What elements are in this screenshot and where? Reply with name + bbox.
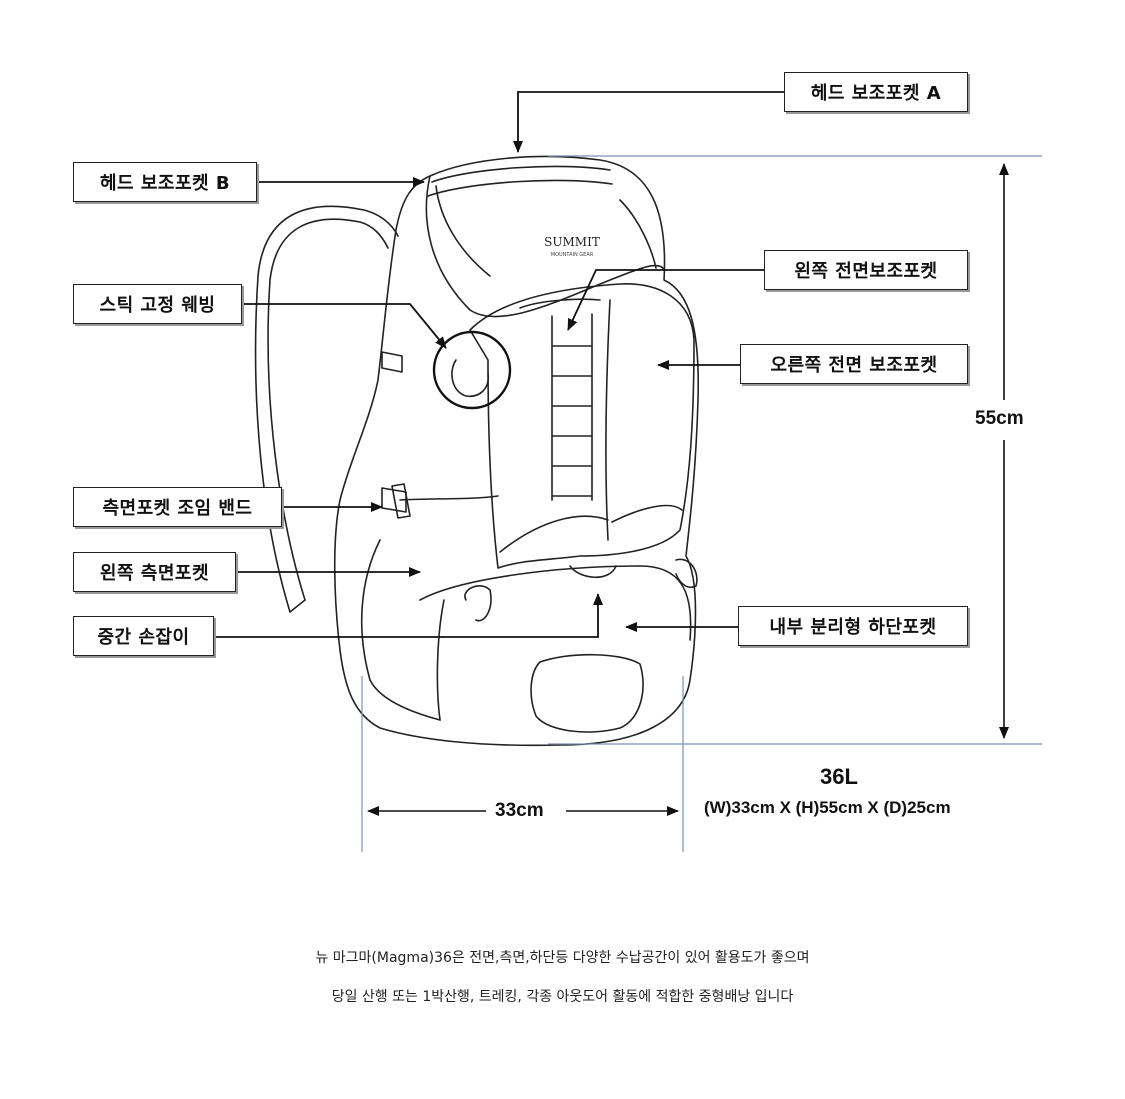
label-side-band: 측면포켓 조임 밴드 — [73, 487, 282, 527]
height-dimension: 55cm — [975, 408, 1024, 429]
description-line-2: 당일 산행 또는 1박산행, 트레킹, 각종 아웃도어 활동에 적합한 중형배낭… — [331, 989, 794, 1005]
label-head-pocket-a: 헤드 보조포켓 A — [784, 72, 968, 112]
leader-head-pocket-a — [513, 91, 784, 153]
brand-logo-sub: MOUNTAIN GEAR — [551, 252, 594, 258]
leader-stick-webbing — [242, 303, 447, 349]
label-left-side-pocket: 왼쪽 측면포켓 — [73, 552, 236, 592]
volume-label: 36L — [820, 764, 858, 789]
label-stick-webbing: 스틱 고정 웨빙 — [73, 284, 242, 324]
label-left-front-pocket: 왼쪽 전면보조포켓 — [764, 250, 968, 290]
description-line-1: 뉴 마그마(Magma)36은 전면,측면,하단등 다양한 수납공간이 있어 활… — [315, 950, 810, 966]
brand-logo: SUMMIT — [544, 235, 600, 249]
leader-left-front-pocket — [567, 269, 764, 331]
stick-webbing-highlight-circle — [432, 330, 512, 410]
leader-lines — [214, 91, 784, 638]
label-head-pocket-b: 헤드 보조포켓 B — [73, 162, 257, 202]
backpack-illustration — [254, 155, 700, 747]
label-middle-handle: 중간 손잡이 — [73, 616, 214, 656]
leader-middle-handle — [214, 593, 603, 638]
label-bottom-pocket: 내부 분리형 하단포켓 — [738, 606, 968, 646]
width-dimension: 33cm — [495, 800, 544, 821]
label-right-front-pocket: 오른쪽 전면 보조포켓 — [740, 344, 968, 384]
dimension-lines — [361, 155, 1042, 852]
full-dimensions: (W)33cm X (H)55cm X (D)25cm — [704, 798, 951, 817]
